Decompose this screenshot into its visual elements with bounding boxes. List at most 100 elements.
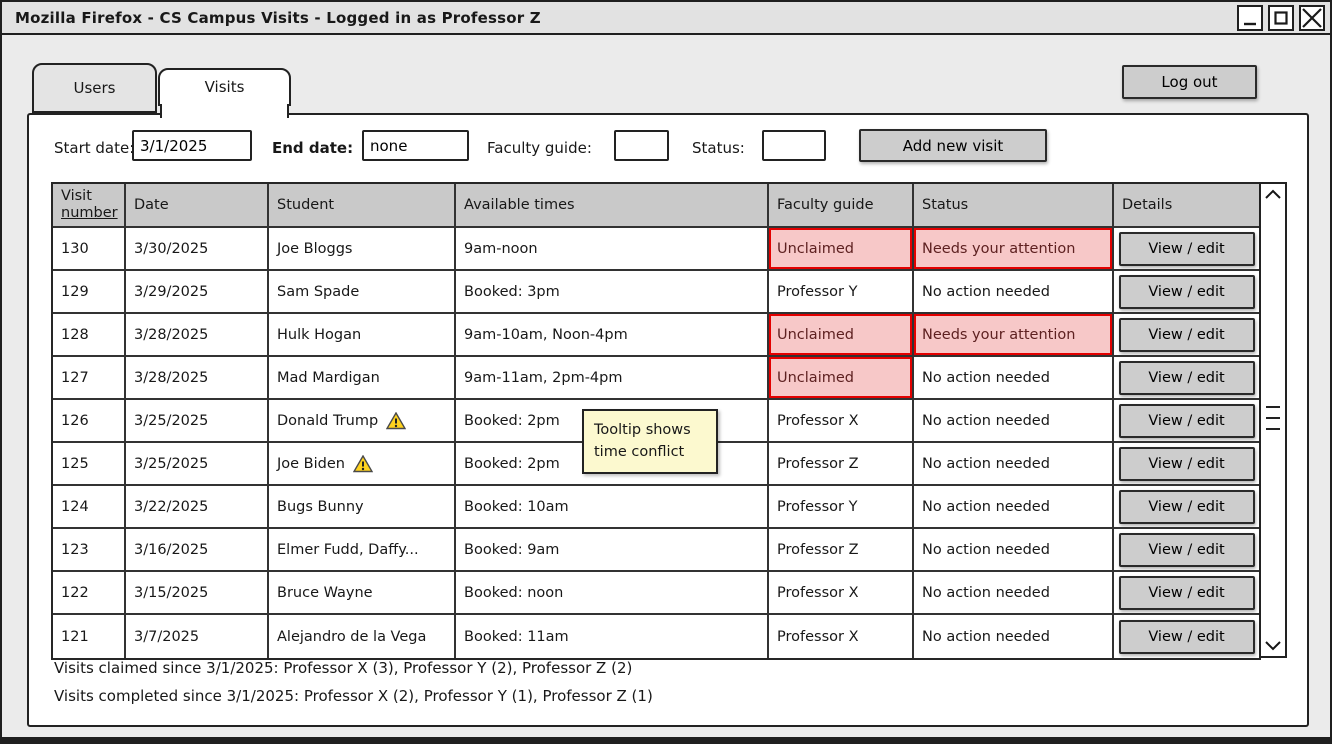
view-edit-button[interactable]: View / edit [1118,317,1255,352]
date-cell: 3/15/2025 [126,572,269,613]
time-conflict-tooltip: Tooltip shows time conflict [582,409,718,474]
date-cell: 3/7/2025 [126,615,269,658]
status-cell: Needs your attention [914,228,1114,269]
visit-number-cell: 125 [53,443,126,484]
view-edit-button[interactable]: View / edit [1118,360,1255,395]
scrollbar-thumb-grip[interactable] [1266,405,1280,430]
view-edit-button[interactable]: View / edit [1118,403,1255,438]
student-cell: Joe Biden [269,443,456,484]
visit-number-cell: 124 [53,486,126,527]
end-date-input[interactable] [362,130,469,161]
status-cell: No action needed [914,443,1114,484]
view-edit-button[interactable]: View / edit [1118,619,1255,654]
available-times-cell: Booked: 3pm [456,271,769,312]
status-cell: No action needed [914,572,1114,613]
faculty-guide-cell: Professor X [769,572,914,613]
log-out-button[interactable]: Log out [1122,65,1257,99]
table-row: 125 3/25/2025 Joe Biden Booked: 2pm Prof… [53,443,1259,486]
student-cell: Sam Spade [269,271,456,312]
close-button[interactable] [1299,5,1325,31]
view-edit-button[interactable]: View / edit [1118,231,1255,266]
faculty-guide-cell: Professor Z [769,443,914,484]
student-cell: Bugs Bunny [269,486,456,527]
visit-number-cell: 121 [53,615,126,658]
title-bar: Mozilla Firefox - CS Campus Visits - Log… [2,2,1330,35]
visit-number-cell: 127 [53,357,126,398]
available-times-cell: 9am-10am, Noon-4pm [456,314,769,355]
status-cell: No action needed [914,615,1114,658]
status-filter-input[interactable] [762,130,826,161]
table-row: 124 3/22/2025 Bugs Bunny Booked: 10am Pr… [53,486,1259,529]
faculty-guide-cell: Professor Y [769,271,914,312]
details-cell: View / edit [1114,486,1259,527]
visits-table-body: 130 3/30/2025 Joe Bloggs 9am-noon Unclai… [53,228,1259,658]
end-date-label: End date: [272,139,354,157]
time-conflict-warning-icon[interactable] [386,411,407,430]
minimize-button[interactable] [1237,5,1263,31]
view-edit-button[interactable]: View / edit [1118,575,1255,610]
table-row: 128 3/28/2025 Hulk Hogan 9am-10am, Noon-… [53,314,1259,357]
status-filter-label: Status: [692,139,745,157]
view-edit-button[interactable]: View / edit [1118,532,1255,567]
view-edit-button[interactable]: View / edit [1118,489,1255,524]
date-cell: 3/28/2025 [126,357,269,398]
table-row: 123 3/16/2025 Elmer Fudd, Daffy... Booke… [53,529,1259,572]
details-cell: View / edit [1114,271,1259,312]
date-cell: 3/30/2025 [126,228,269,269]
table-row: 130 3/30/2025 Joe Bloggs 9am-noon Unclai… [53,228,1259,271]
add-new-visit-button[interactable]: Add new visit [859,129,1047,162]
scroll-down-icon[interactable] [1264,640,1282,651]
faculty-guide-cell: Professor X [769,615,914,658]
available-times-cell: Booked: 10am [456,486,769,527]
close-icon [1301,7,1323,29]
date-cell: 3/25/2025 [126,443,269,484]
window-title: Mozilla Firefox - CS Campus Visits - Log… [15,8,541,27]
faculty-guide-filter-label: Faculty guide: [487,139,592,157]
table-row: 127 3/28/2025 Mad Mardigan 9am-11am, 2pm… [53,357,1259,400]
available-times-cell: 9am-noon [456,228,769,269]
header-status: Status [914,184,1114,226]
scroll-up-icon[interactable] [1264,189,1282,200]
visit-number-cell: 122 [53,572,126,613]
visits-completed-summary: Visits completed since 3/1/2025: Profess… [54,687,653,705]
student-cell: Joe Bloggs [269,228,456,269]
status-cell: No action needed [914,486,1114,527]
details-cell: View / edit [1114,443,1259,484]
status-cell: No action needed [914,529,1114,570]
header-available-times: Available times [456,184,769,226]
visit-number-cell: 126 [53,400,126,441]
view-edit-button[interactable]: View / edit [1118,274,1255,309]
tab-visits[interactable]: Visits [158,68,291,106]
student-cell: Hulk Hogan [269,314,456,355]
visit-number-cell: 123 [53,529,126,570]
status-cell: Needs your attention [914,314,1114,355]
start-date-input[interactable] [132,130,252,161]
details-cell: View / edit [1114,615,1259,658]
available-times-cell: Booked: noon [456,572,769,613]
faculty-guide-cell: Professor X [769,400,914,441]
header-student: Student [269,184,456,226]
header-details: Details [1122,196,1173,213]
date-cell: 3/29/2025 [126,271,269,312]
faculty-guide-filter-input[interactable] [614,130,669,161]
table-scrollbar[interactable] [1259,182,1287,658]
start-date-label: Start date: [54,139,135,157]
student-cell: Donald Trump [269,400,456,441]
available-times-cell: 9am-11am, 2pm-4pm [456,357,769,398]
status-cell: No action needed [914,271,1114,312]
view-edit-button[interactable]: View / edit [1118,446,1255,481]
details-cell: View / edit [1114,314,1259,355]
visit-number-cell: 130 [53,228,126,269]
faculty-guide-cell: Professor Y [769,486,914,527]
faculty-guide-cell: Unclaimed [769,228,914,269]
time-conflict-warning-icon[interactable] [352,454,373,473]
date-cell: 3/28/2025 [126,314,269,355]
window-controls [1237,5,1325,31]
visits-panel: Start date: End date: Faculty guide: Sta… [27,113,1309,727]
maximize-button[interactable] [1268,5,1294,31]
date-cell: 3/25/2025 [126,400,269,441]
minimize-icon [1240,8,1260,28]
tab-users[interactable]: Users [32,63,157,113]
